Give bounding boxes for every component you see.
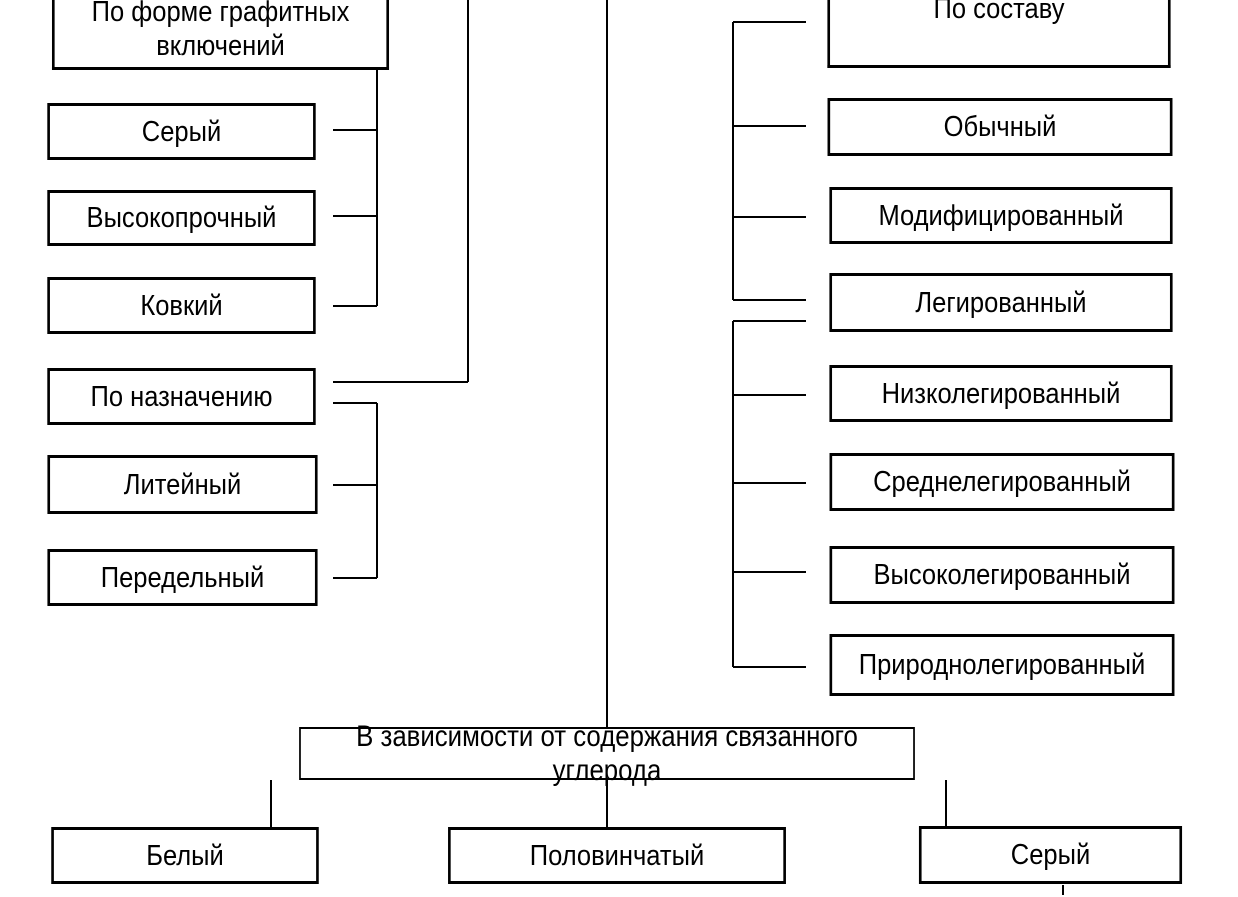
graphite-form-item-label: Ковкий bbox=[140, 289, 223, 322]
carbon-item-label: Серый bbox=[1010, 839, 1091, 871]
carbon-content-category-label: В зависимости от содержания связанного у… bbox=[356, 719, 858, 787]
carbon-item-box-gray: Серый bbox=[918, 826, 1183, 884]
graphite-form-item-box-gray: Серый bbox=[47, 103, 316, 160]
graphite-form-category-label: По форме графитных включений bbox=[91, 0, 350, 62]
composition-item-label: Модифицированный bbox=[878, 199, 1124, 232]
graphite-form-item-label: Высокопрочный bbox=[86, 202, 277, 234]
purpose-item-label: Литейный bbox=[123, 468, 242, 501]
graphite-form-item-box-high-strength: Высокопрочный bbox=[47, 190, 316, 246]
composition-item-label: Легированный bbox=[915, 286, 1087, 319]
carbon-item-box-white: Белый bbox=[51, 827, 319, 884]
purpose-item-box-foundry: Литейный bbox=[47, 455, 318, 514]
purpose-item-label: Передельный bbox=[100, 561, 265, 594]
alloyed-kind-box-low: Низколегированный bbox=[829, 365, 1173, 422]
composition-item-label: Обычный bbox=[943, 111, 1057, 143]
purpose-category-box: По назначению bbox=[47, 368, 316, 425]
purpose-category-label: По назначению bbox=[90, 380, 273, 413]
alloyed-kind-label: Низколегированный bbox=[881, 377, 1121, 410]
carbon-item-label: Половинчатый bbox=[529, 839, 705, 872]
composition-category-box: По составу bbox=[827, 0, 1171, 68]
carbon-item-label: Белый bbox=[146, 839, 224, 872]
composition-item-box-alloyed: Легированный bbox=[829, 273, 1173, 332]
composition-item-box-modified: Модифицированный bbox=[829, 187, 1173, 244]
alloyed-kind-box-natural: Природнолегированный bbox=[829, 634, 1175, 696]
alloyed-kind-label: Среднелегированный bbox=[873, 466, 1131, 498]
composition-category-label: По составу bbox=[933, 0, 1065, 25]
graphite-form-category-box: По форме графитных включений bbox=[51, 0, 390, 70]
purpose-item-box-conversion: Передельный bbox=[47, 549, 318, 606]
graphite-form-item-label: Серый bbox=[141, 115, 222, 148]
alloyed-kind-label: Природнолегированный bbox=[858, 649, 1146, 681]
alloyed-kind-box-high: Высоколегированный bbox=[829, 546, 1175, 604]
carbon-item-box-mottled: Половинчатый bbox=[448, 827, 786, 884]
alloyed-kind-label: Высоколегированный bbox=[873, 559, 1131, 591]
graphite-form-item-box-malleable: Ковкий bbox=[47, 277, 316, 334]
composition-item-box-ordinary: Обычный bbox=[827, 98, 1173, 156]
carbon-content-category-box: В зависимости от содержания связанного у… bbox=[299, 720, 915, 787]
alloyed-kind-box-medium: Среднелегированный bbox=[829, 453, 1175, 511]
